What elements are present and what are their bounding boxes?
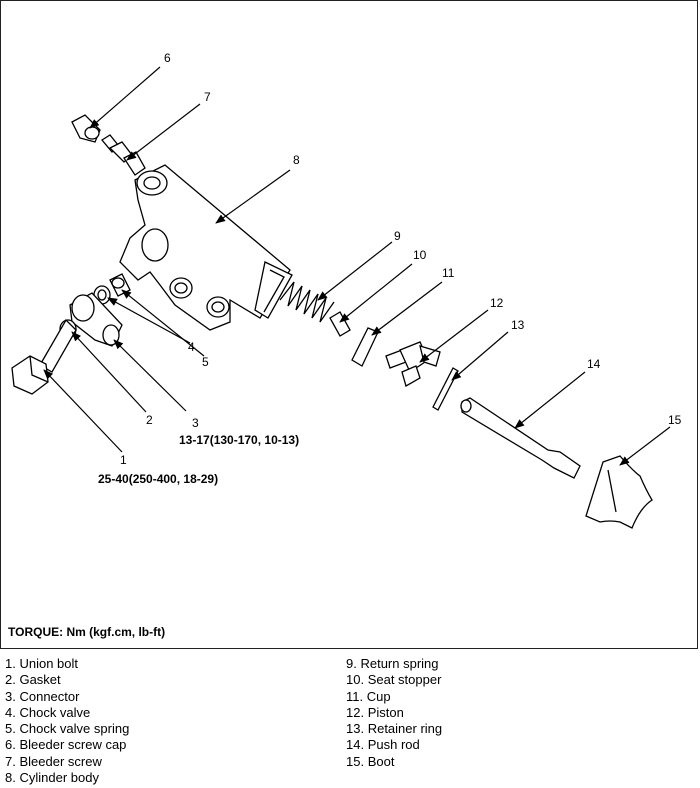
callout-6: 6 bbox=[164, 51, 171, 65]
callout-14: 14 bbox=[587, 357, 601, 371]
callout-8: 8 bbox=[293, 153, 300, 167]
leader-10 bbox=[339, 263, 413, 323]
push-rod bbox=[460, 397, 581, 479]
legend-item: 2. Gasket bbox=[5, 672, 61, 688]
callout-numbers: 6 7 8 9 10 11 12 13 14 15 5 4 3 2 1 bbox=[120, 51, 682, 467]
callout-13: 13 bbox=[511, 318, 525, 332]
bleeder-screw-cap bbox=[71, 114, 101, 143]
exploded-view-diagram: 6 7 8 9 10 11 12 13 14 15 5 4 3 2 1 13-1… bbox=[11, 51, 682, 529]
legend-item: 5. Chock valve spring bbox=[5, 721, 130, 737]
callout-11: 11 bbox=[442, 266, 455, 280]
leader-8 bbox=[215, 169, 291, 224]
piston bbox=[385, 341, 441, 387]
leader-12 bbox=[419, 309, 489, 363]
seat-stopper bbox=[329, 311, 351, 337]
legend-item: 1. Union bolt bbox=[5, 656, 79, 671]
legend-item: 8. Cylinder body bbox=[5, 770, 99, 786]
legend-item: 10. Seat stopper bbox=[346, 672, 442, 688]
callout-15: 15 bbox=[668, 413, 682, 427]
legend-item: 11. Cup bbox=[346, 688, 391, 704]
leader-7 bbox=[126, 103, 201, 161]
leader-2 bbox=[71, 331, 147, 413]
legend-item: 12. Piston bbox=[346, 704, 404, 720]
legend-item: 13. Retainer ring bbox=[346, 721, 443, 737]
leader-13 bbox=[451, 331, 509, 381]
leader-3 bbox=[113, 339, 187, 412]
leader-4 bbox=[107, 297, 191, 344]
callout-1: 1 bbox=[120, 453, 127, 467]
leader-9 bbox=[317, 241, 393, 301]
chock-valve-spring bbox=[109, 273, 131, 297]
callout-2: 2 bbox=[146, 413, 153, 427]
bleeder-screw bbox=[101, 134, 146, 176]
cylinder-body bbox=[119, 164, 293, 331]
leader-5 bbox=[121, 289, 205, 357]
union-bolt bbox=[11, 318, 77, 395]
callout-9: 9 bbox=[394, 229, 401, 243]
legend-item: 7. Bleeder screw bbox=[5, 753, 102, 769]
leader-6 bbox=[89, 66, 161, 129]
legend-item: 3. Connector bbox=[5, 688, 80, 704]
return-spring bbox=[279, 281, 335, 323]
callout-12: 12 bbox=[490, 296, 504, 310]
torque-connector: 13-17(130-170, 10-13) bbox=[179, 433, 299, 447]
callout-10: 10 bbox=[413, 248, 427, 262]
parts-legend-right: 9. Return spring 10. Seat stopper 11. Cu… bbox=[346, 656, 442, 770]
boot bbox=[585, 455, 653, 529]
legend-item: 4. Chock valve bbox=[5, 704, 91, 720]
callout-7: 7 bbox=[204, 90, 211, 104]
leader-15 bbox=[619, 426, 671, 466]
legend-item: 15. Boot bbox=[346, 753, 395, 769]
figure-frame bbox=[0, 0, 698, 649]
legend-item: 6. Bleeder screw cap bbox=[5, 737, 127, 753]
parts-legend-left: 1. Union bolt 2. Gasket 3. Connector 4. … bbox=[5, 656, 129, 786]
callout-3: 3 bbox=[192, 416, 199, 430]
torque-union-bolt: 25-40(250-400, 18-29) bbox=[98, 472, 218, 486]
leader-11 bbox=[371, 281, 443, 336]
torque-unit-note: TORQUE: Nm (kgf.cm, lb-ft) bbox=[8, 625, 166, 639]
callout-5: 5 bbox=[202, 355, 209, 369]
legend-item: 9. Return spring bbox=[346, 656, 439, 671]
leader-lines bbox=[43, 66, 671, 466]
leader-1 bbox=[43, 369, 123, 453]
retainer-ring bbox=[432, 367, 459, 411]
legend-item: 14. Push rod bbox=[346, 737, 420, 753]
callout-4: 4 bbox=[188, 340, 195, 354]
leader-14 bbox=[514, 371, 586, 429]
